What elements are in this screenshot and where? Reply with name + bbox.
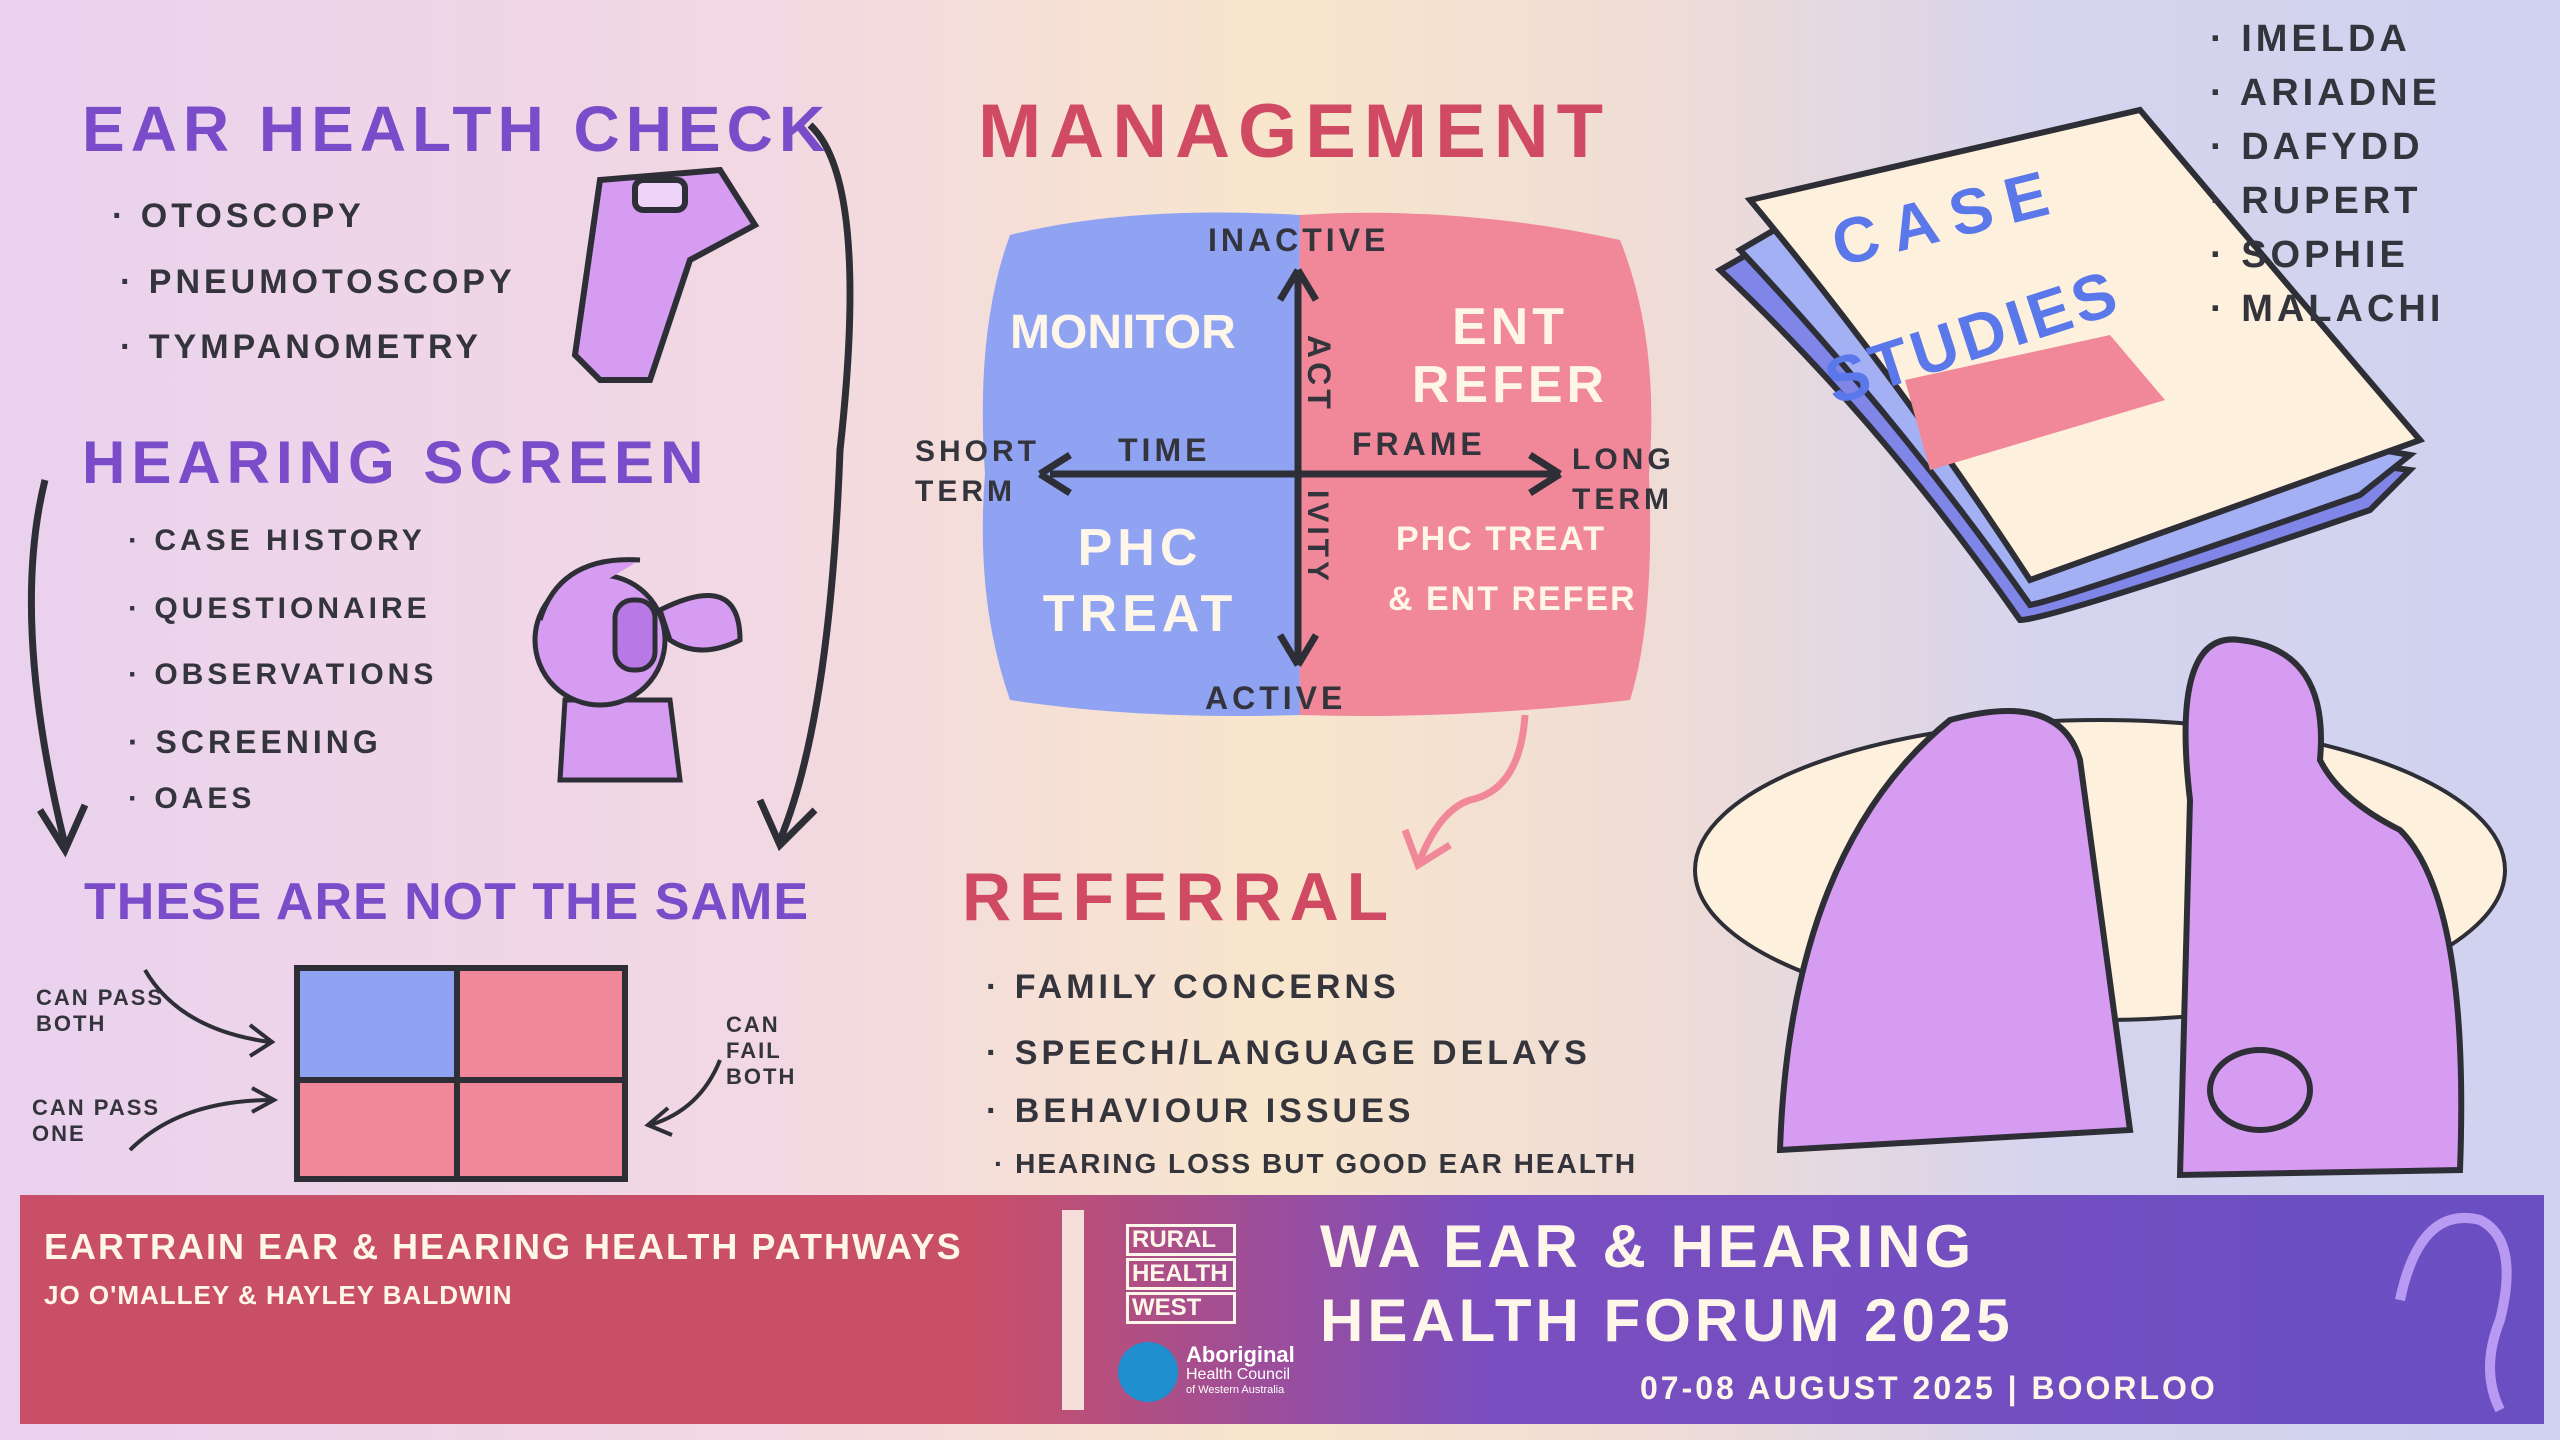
quadrant-label-ent-refer: ENT refer <box>1411 298 1609 414</box>
logo-text: West <box>1126 1292 1236 1324</box>
footer-banner <box>20 1195 2544 1424</box>
list-item: · Dafydd <box>2210 126 2424 168</box>
child-headphones-icon <box>532 557 743 783</box>
quadrant-phc-treat <box>982 474 1300 716</box>
list-item: · Behaviour issues <box>986 1092 1415 1130</box>
ahc-logo-text: Aboriginal Health Council of Western Aus… <box>1186 1342 1295 1397</box>
session-title: Eartrain Ear & Hearing Health Pathways <box>44 1226 963 1267</box>
logo-text: Rural <box>1126 1224 1236 1256</box>
axis-y-label-top: Act <box>1301 335 1337 413</box>
forum-title-line1: WA Ear & Hearing <box>1320 1213 1976 1280</box>
label-pass-one: Can pass one <box>32 1095 161 1146</box>
comparison-title: These are not the same <box>84 873 810 931</box>
comparison-grid <box>294 965 628 1182</box>
axis-right-label: Long term <box>1572 443 1675 516</box>
quadrant-ent-refer <box>1298 212 1652 474</box>
logo-text: Health Council <box>1186 1366 1291 1383</box>
arrow-hearing-icon <box>27 479 89 858</box>
management-title: Management <box>978 89 1612 174</box>
axis-top-label: Inactive <box>1208 222 1390 258</box>
list-item: · Observations <box>128 658 438 691</box>
quadrant-label-monitor: Monitor <box>1010 306 1236 359</box>
forum-date-place: 07-08 August 2025 | Boorloo <box>1640 1370 2218 1406</box>
logo-text: of Western Australia <box>1186 1384 1285 1396</box>
list-item: · Ariadne <box>2210 72 2441 114</box>
axis-y-label-bottom: ivity <box>1301 490 1334 586</box>
quadrant-label-phc-ent-2: & ENT refer <box>1388 580 1637 618</box>
list-item: · OAEs <box>128 782 256 815</box>
case-studies-document-icon <box>1714 106 2426 624</box>
list-item: · Sophie <box>2210 234 2409 276</box>
forum-title-line2: Health Forum 2025 <box>1320 1287 2014 1354</box>
referral-title: Referral <box>962 859 1397 935</box>
logo-text: Health <box>1126 1258 1236 1290</box>
axis-left-label: Short term <box>915 435 1040 508</box>
list-item: · Questionaire <box>128 592 431 625</box>
list-item: · Case history <box>128 524 426 557</box>
list-item: · Pneumotoscopy <box>120 263 516 301</box>
axis-x-label-right: Frame <box>1352 426 1486 462</box>
otoscope-icon <box>571 166 760 383</box>
list-item: · Hearing loss but good ear health <box>994 1148 1638 1179</box>
health-worker-child-icon <box>1776 636 2465 1179</box>
list-item: · Otoscopy <box>112 197 365 235</box>
quadrant-monitor <box>982 212 1300 474</box>
label-fail-both: Can fail both <box>726 1012 797 1089</box>
list-item: · Screening <box>128 724 382 760</box>
label-pass-both: Can pass both <box>36 985 165 1036</box>
list-item: · Malachi <box>2210 288 2445 330</box>
ahc-logo-icon <box>1118 1342 1178 1402</box>
quadrant-phc-ent <box>1298 474 1651 716</box>
list-item: · Speech/language delays <box>986 1034 1591 1072</box>
list-item: · Tympanometry <box>120 328 482 366</box>
axis-bottom-label: Active <box>1205 680 1347 716</box>
hearing-screen-title: Hearing Screen <box>82 429 710 496</box>
rural-health-west-logo: Rural Health West <box>1126 1224 1236 1324</box>
axis-x-label-left: Time <box>1118 432 1211 468</box>
axes-arrows <box>1038 268 1562 667</box>
list-item: · Family concerns <box>986 968 1400 1006</box>
presenters: Jo O'Malley & Hayley Baldwin <box>44 1280 513 1310</box>
logo-text: Aboriginal <box>1186 1342 1295 1367</box>
case-names-list: · Imelda · Ariadne · Dafydd · Rupert · S… <box>2210 12 2444 336</box>
ear-health-check-title: Ear Health Check <box>82 93 832 165</box>
list-item: · Imelda <box>2210 18 2411 60</box>
ear-icon <box>2395 1213 2512 1413</box>
list-item: · Rupert <box>2210 180 2422 222</box>
arrow-ear-icon <box>756 122 854 852</box>
quadrant-label-phc-treat: PHC treat <box>1042 519 1238 643</box>
quadrant-label-phc-ent-1: PHC treat <box>1396 520 1607 558</box>
